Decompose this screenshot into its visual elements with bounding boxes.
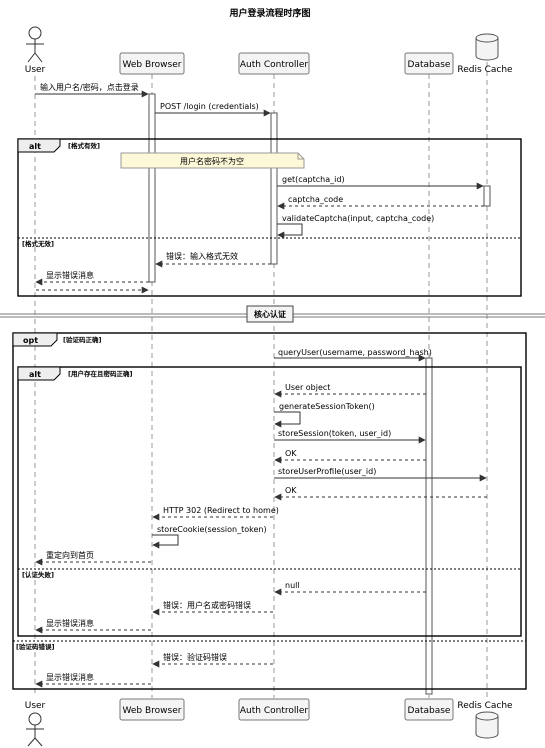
note-box: 用户名密码不为空 [120,152,305,169]
participant-browser-top: Web Browser [119,52,185,75]
alt-guard-invalid: [格式无效] [22,239,54,248]
database-icon-top: Redis Cache [457,33,513,75]
participant-database-bottom: Database [404,698,454,721]
participant-database-label: Database [408,60,451,70]
opt-guard-correct: [验证码正确] [63,335,101,344]
note-text: 用户名密码不为空 [180,156,244,166]
self-message-arrow [274,411,301,428]
alt-guard-auth-failed: [认证失败] [22,570,54,579]
participant-user-label: User [25,65,46,75]
message-label: null [285,581,300,590]
messages: 输入用户名/密码，点击登录 POST /login (credentials) … [35,82,487,688]
participant-auth-label-bottom: Auth Controller [240,706,309,716]
actor-user-top: User [25,26,46,75]
message-label: storeSession(token, user_id) [278,429,391,438]
message-label: 错误：验证码错误 [163,652,227,662]
self-message-arrow [277,223,303,239]
opt-guard-wrong: [验证码错误] [16,642,54,651]
divider-label: 核心认证 [254,309,286,319]
message-label: User object [285,383,330,392]
message-label: HTTP 302 (Redirect to home) [163,506,279,515]
message-label: queryUser(username, password_hash) [278,348,432,357]
participant-database-top: Database [404,52,454,75]
alt-fragment-tag: alt [29,142,41,151]
activation-browser-1 [148,93,156,283]
activation-bars [148,93,491,695]
participant-redis-label-bottom: Redis Cache [457,701,513,711]
alt-fragment-auth: alt [用户存在且密码正确] [认证失败] [17,366,522,637]
participant-database-label-bottom: Database [408,706,451,716]
message-label: captcha_code [288,195,343,204]
message-label: 显示错误消息 [46,270,94,280]
database-icon-bottom: Redis Cache [457,701,513,739]
participant-browser-label-bottom: Web Browser [123,706,182,716]
activation-redis-1 [483,185,491,207]
message-label: OK [285,449,297,458]
message-label: generateSessionToken() [279,402,375,411]
message-label: 输入用户名/密码，点击登录 [40,82,139,92]
message-label: 显示错误消息 [46,618,94,628]
message-label: get(captcha_id) [282,175,345,184]
participant-browser-label: Web Browser [123,60,182,70]
activation-database-1 [425,357,433,695]
opt-fragment-captcha: opt [验证码正确] [验证码错误] [12,332,527,690]
message-label: 重定向到首页 [46,550,94,560]
alt-guard-user-valid: [用户存在且密码正确] [68,369,132,378]
message-label: 错误：用户名或密码错误 [163,600,251,610]
message-label: validateCaptcha(input, captcha_code) [282,214,434,223]
participant-auth-bottom: Auth Controller [238,698,310,721]
participant-auth-label: Auth Controller [240,60,309,70]
alt-fragment-tag-auth: alt [29,370,41,379]
message-label: storeCookie(session_token) [157,525,267,534]
message-label: 错误：输入格式无效 [166,251,238,261]
participant-user-label-bottom: User [25,701,46,711]
participant-browser-bottom: Web Browser [119,698,185,721]
actor-user-bottom: User [25,701,46,747]
divider-core-auth: 核心认证 [0,305,545,323]
message-label: OK [285,486,297,495]
message-label: 显示错误消息 [46,672,94,682]
participant-auth-top: Auth Controller [238,52,310,75]
message-label: storeUserProfile(user_id) [278,467,376,476]
participant-redis-label: Redis Cache [457,65,513,75]
activation-auth-1 [270,112,278,265]
message-label: POST /login (credentials) [160,102,259,111]
self-message-arrow [152,534,179,549]
alt-guard-valid: [格式有效] [68,141,100,150]
alt-fragment-format: alt [格式有效] [格式无效] [17,138,522,297]
opt-fragment-tag: opt [23,336,38,345]
diagram-title: 用户登录流程时序图 [228,7,310,19]
